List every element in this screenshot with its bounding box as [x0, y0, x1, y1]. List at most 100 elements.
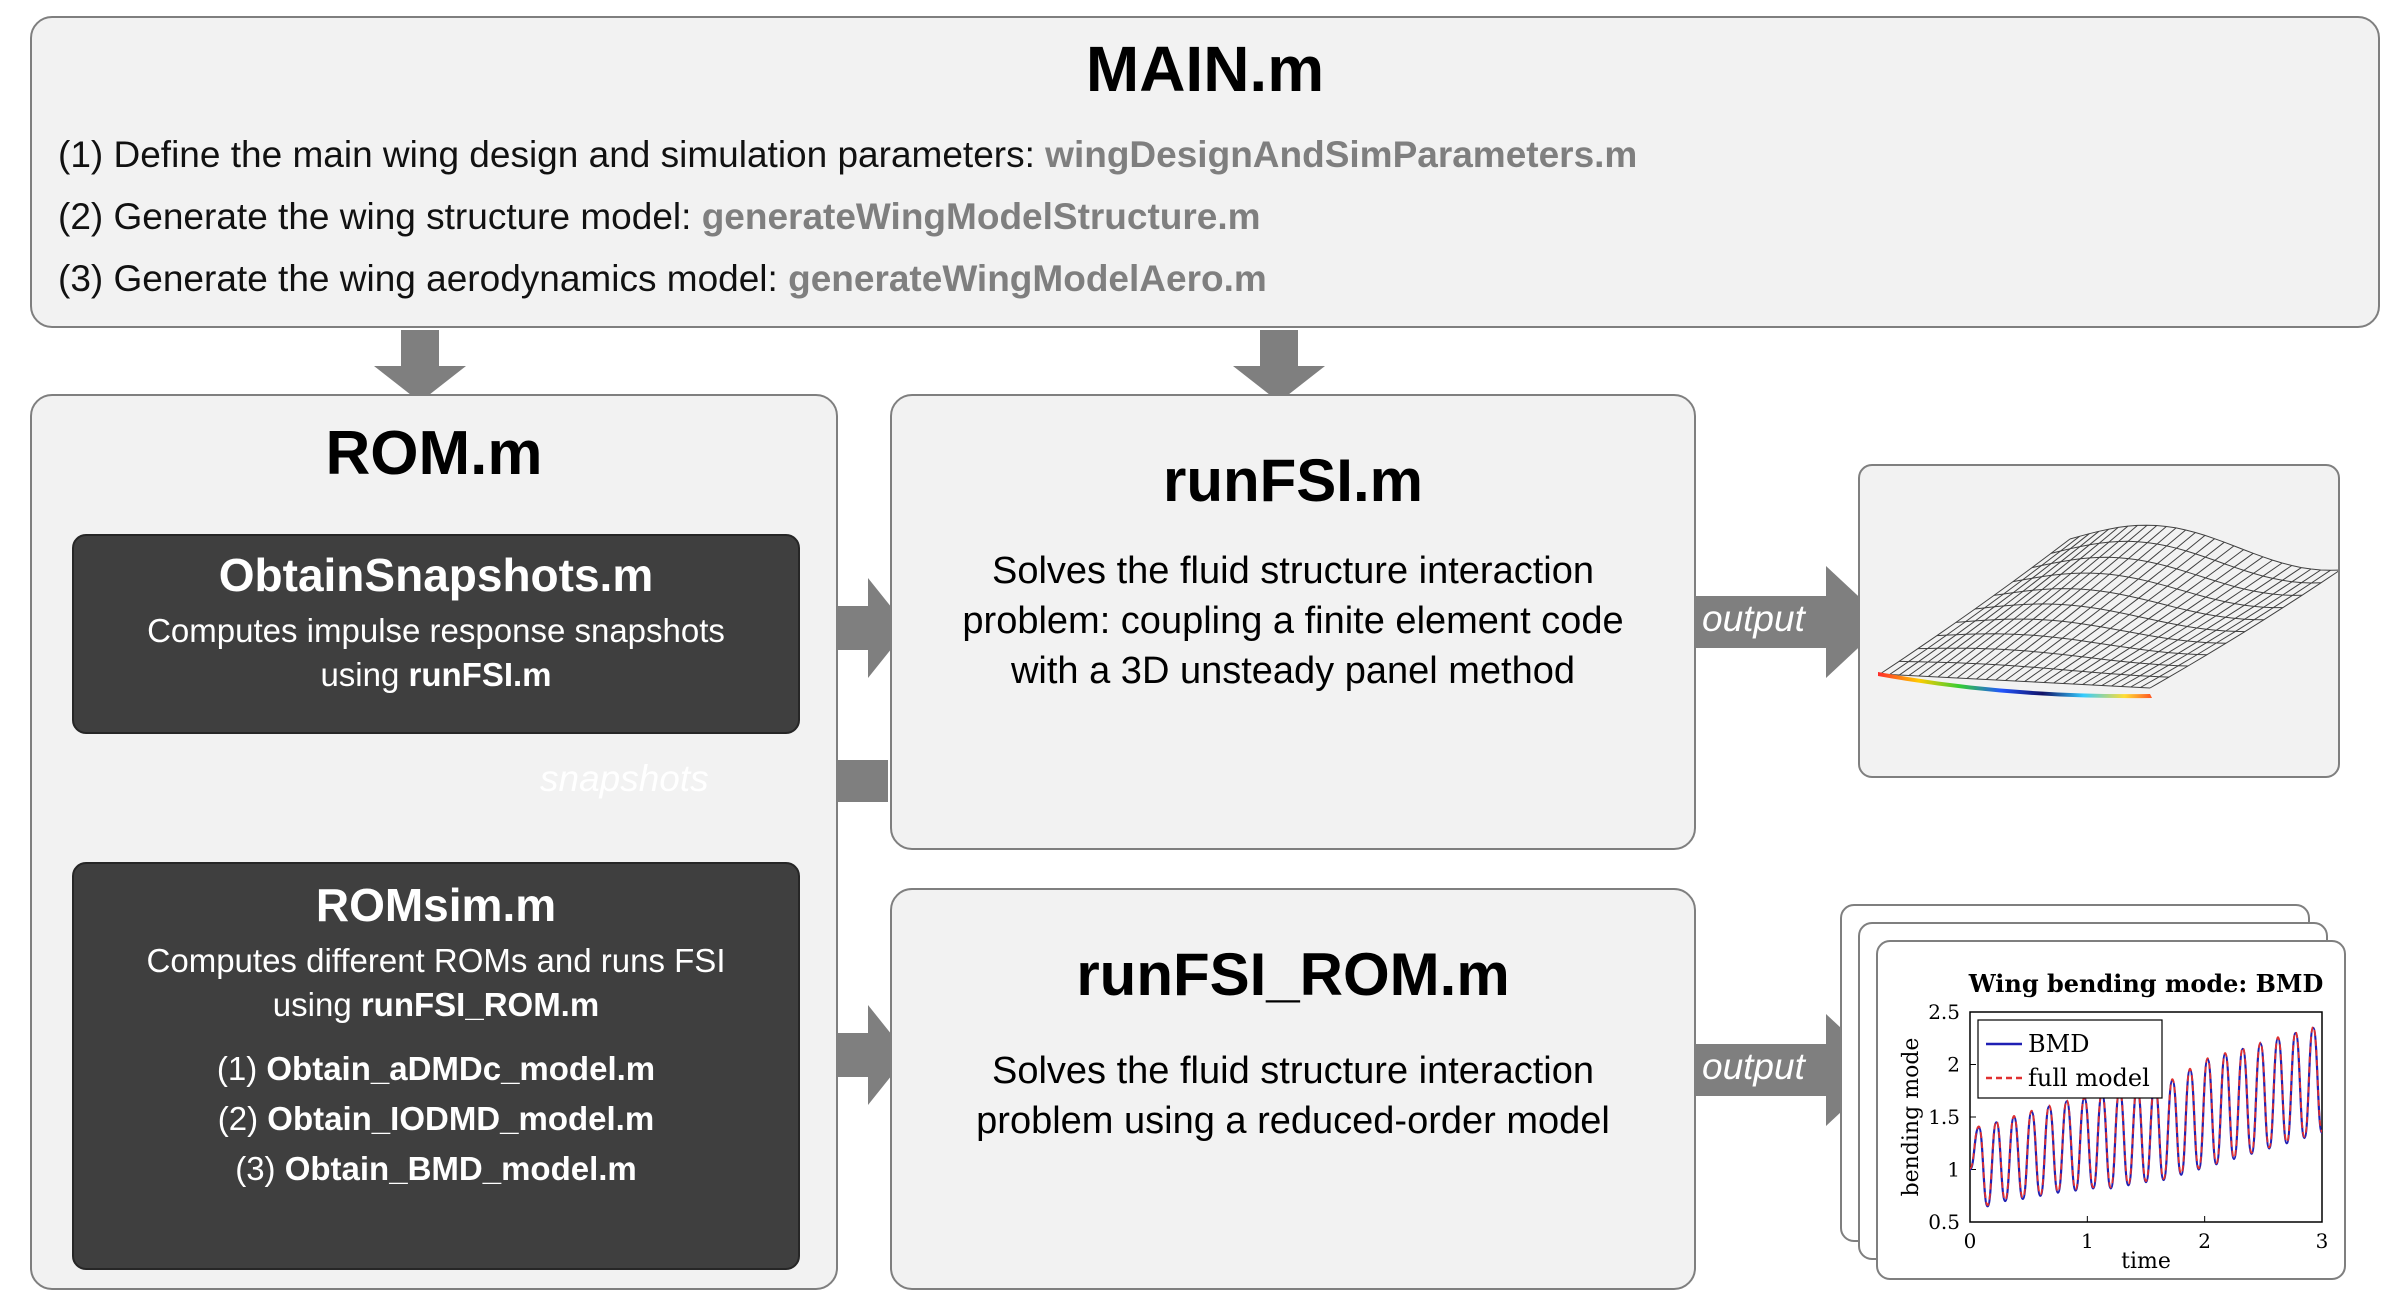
main-step-1-text: (1) Define the main wing design and simu… — [58, 134, 1046, 175]
obtain-snapshots-box: ObtainSnapshots.m Computes impulse respo… — [72, 534, 800, 734]
romsim-box: ROMsim.m Computes different ROMs and run… — [72, 862, 800, 1270]
runfsi-box: runFSI.m Solves the fluid structure inte… — [890, 394, 1696, 850]
chart-ytick-label: 2 — [1947, 1053, 1960, 1077]
romsim-model-1-file: Obtain_aDMDc_model.m — [266, 1050, 656, 1087]
chart-xtick-label: 3 — [2316, 1229, 2329, 1253]
romsim-model-1: (1) Obtain_aDMDc_model.m — [74, 1050, 798, 1088]
wing-mesh-span-line — [2043, 545, 2235, 683]
wing-mesh-span-line — [1927, 527, 2119, 677]
runfsi-rom-title: runFSI_ROM.m — [1076, 941, 1510, 1008]
chart-legend-full-model-label: full model — [2028, 1064, 2150, 1092]
romsim-model-3: (3) Obtain_BMD_model.m — [74, 1150, 798, 1188]
wing-mesh-span-line — [2140, 569, 2331, 688]
arrow-romsim-to-runfsi-rom — [798, 1005, 908, 1105]
chart-ylabel: bending mode — [1899, 1038, 1924, 1197]
chart-ytick-label: 2.5 — [1928, 1000, 1960, 1024]
arrow-main-to-runfsi — [1233, 330, 1325, 402]
wing-mesh-span-line — [1918, 528, 2109, 677]
romsim-model-2-num: (2) — [217, 1100, 268, 1137]
romsim-model-3-file: Obtain_BMD_model.m — [284, 1150, 637, 1187]
wing-mesh-span-line — [2130, 569, 2321, 688]
snapshots-label: snapshots — [540, 758, 709, 799]
wing-mesh-span-line — [1899, 533, 2090, 676]
arrow-snapshots-to-runfsi — [798, 578, 908, 678]
obtain-snapshots-title: ObtainSnapshots.m — [218, 549, 654, 601]
arrow-main-to-rom — [374, 330, 466, 402]
runfsi-rom-box: runFSI_ROM.m Solves the fluid structure … — [890, 888, 1696, 1290]
obtain-snapshots-line2: using runFSI.m — [74, 656, 798, 694]
romsim-model-3-num: (3) — [235, 1150, 285, 1187]
chart-xlabel: time — [2121, 1249, 2171, 1274]
chart-ytick-label: 1.5 — [1928, 1105, 1960, 1129]
runfsi-desc-1: Solves the fluid structure interaction — [992, 550, 1594, 592]
main-step-2-file: generateWingModelStructure.m — [701, 196, 1261, 237]
wing-mesh-span-line — [1889, 535, 2080, 675]
arrow-output-2 — [1696, 1014, 1886, 1126]
romsim-model-1-num: (1) — [216, 1050, 267, 1087]
wing-mesh-span-line — [1976, 526, 2167, 680]
main-step-1: (1) Define the main wing design and simu… — [58, 134, 1637, 176]
rom-title: ROM.m — [325, 419, 543, 488]
wing-mesh-illustration — [1878, 524, 2338, 699]
main-box: MAIN.m (1) Define the main wing design a… — [30, 16, 2380, 328]
wing-mesh-span-line — [2072, 556, 2264, 685]
wing-mesh-span-line — [2101, 565, 2293, 686]
bending-mode-chart: Wing bending mode: BMD 0.5 1 1.5 2 2.5 0 1 2 3 tim… — [1899, 969, 2329, 1274]
main-step-2-text: (2) Generate the wing structure model: — [58, 196, 702, 237]
main-title: MAIN.m — [1085, 33, 1325, 105]
wing-mesh-span-line — [2120, 568, 2312, 687]
main-step-3: (3) Generate the wing aerodynamics model… — [58, 258, 1267, 300]
wing-mesh-span-line — [1966, 525, 2158, 679]
main-step-3-file: generateWingModelAero.m — [788, 258, 1267, 299]
obtain-snapshots-line1: Computes impulse response snapshots — [147, 612, 725, 649]
wing-mesh-span-line — [2005, 532, 2196, 681]
wing-mesh-span-line — [1879, 538, 2071, 675]
chart-xtick-label: 2 — [2198, 1229, 2211, 1253]
wing-mesh-span-line — [1956, 524, 2148, 679]
wing-mesh-span-line — [2024, 538, 2215, 682]
wing-mesh-span-line — [1937, 525, 2129, 678]
wing-deformation-colorbar — [1878, 672, 2152, 699]
wing-mesh-span-line — [1908, 530, 2100, 676]
romsim-line2: using runFSI_ROM.m — [74, 986, 798, 1024]
chart-ytick-label: 1 — [1947, 1158, 1960, 1182]
obtain-snapshots-line2-prefix: using — [320, 656, 409, 693]
wing-mesh-span-line — [2034, 541, 2225, 683]
arrow-output-1 — [1696, 566, 1886, 678]
runfsi-rom-desc-1: Solves the fluid structure interaction — [992, 1050, 1594, 1092]
wing-mesh-span-line — [2053, 549, 2244, 684]
chart-ytick-label: 0.5 — [1928, 1210, 1960, 1234]
chart-xtick-label: 0 — [1964, 1229, 1977, 1253]
main-step-2: (2) Generate the wing structure model: g… — [58, 196, 1261, 238]
wing-mesh-span-line — [1985, 527, 2177, 680]
main-step-3-text: (3) Generate the wing aerodynamics model… — [58, 258, 789, 299]
chart-xtick-label: 1 — [2081, 1229, 2094, 1253]
runfsi-desc-2: problem: coupling a finite element code — [962, 600, 1624, 642]
wing-mesh-span-line — [2082, 559, 2273, 685]
wing-mesh-span-line — [2111, 567, 2302, 687]
wing-mesh-span-line — [2091, 562, 2283, 686]
output-label-1: output — [1702, 598, 1805, 639]
wing-mesh-chord-line — [1936, 633, 2208, 656]
romsim-line2-file: runFSI_ROM.m — [360, 986, 600, 1023]
chart-title: Wing bending mode: BMD — [1968, 969, 2324, 998]
chart-legend-bmd-label: BMD — [2028, 1030, 2089, 1058]
wing-mesh-span-line — [1947, 525, 2138, 678]
romsim-model-2: (2) Obtain_IODMD_model.m — [74, 1100, 798, 1138]
romsim-line2-prefix: using — [272, 986, 361, 1023]
runfsi-desc-3: with a 3D unsteady panel method — [1010, 650, 1576, 692]
wing-mesh-panel — [1858, 464, 2340, 778]
main-step-1-file: wingDesignAndSimParameters.m — [1045, 134, 1638, 175]
wing-mesh-span-line — [1995, 529, 2187, 681]
runfsi-rom-desc-2: problem using a reduced-order model — [976, 1100, 1610, 1142]
wing-mesh-span-line — [2014, 535, 2206, 682]
runfsi-title: runFSI.m — [1162, 447, 1423, 514]
output-label-2: output — [1702, 1046, 1805, 1087]
obtain-snapshots-line2-file: runFSI.m — [408, 656, 552, 693]
romsim-title: ROMsim.m — [315, 879, 557, 931]
romsim-model-2-file: Obtain_IODMD_model.m — [267, 1100, 655, 1137]
wing-mesh-span-line — [2149, 570, 2338, 689]
wing-mesh-span-line — [2062, 552, 2254, 684]
romsim-line1: Computes different ROMs and runs FSI — [146, 942, 726, 979]
chart-legend — [1977, 1019, 2163, 1099]
